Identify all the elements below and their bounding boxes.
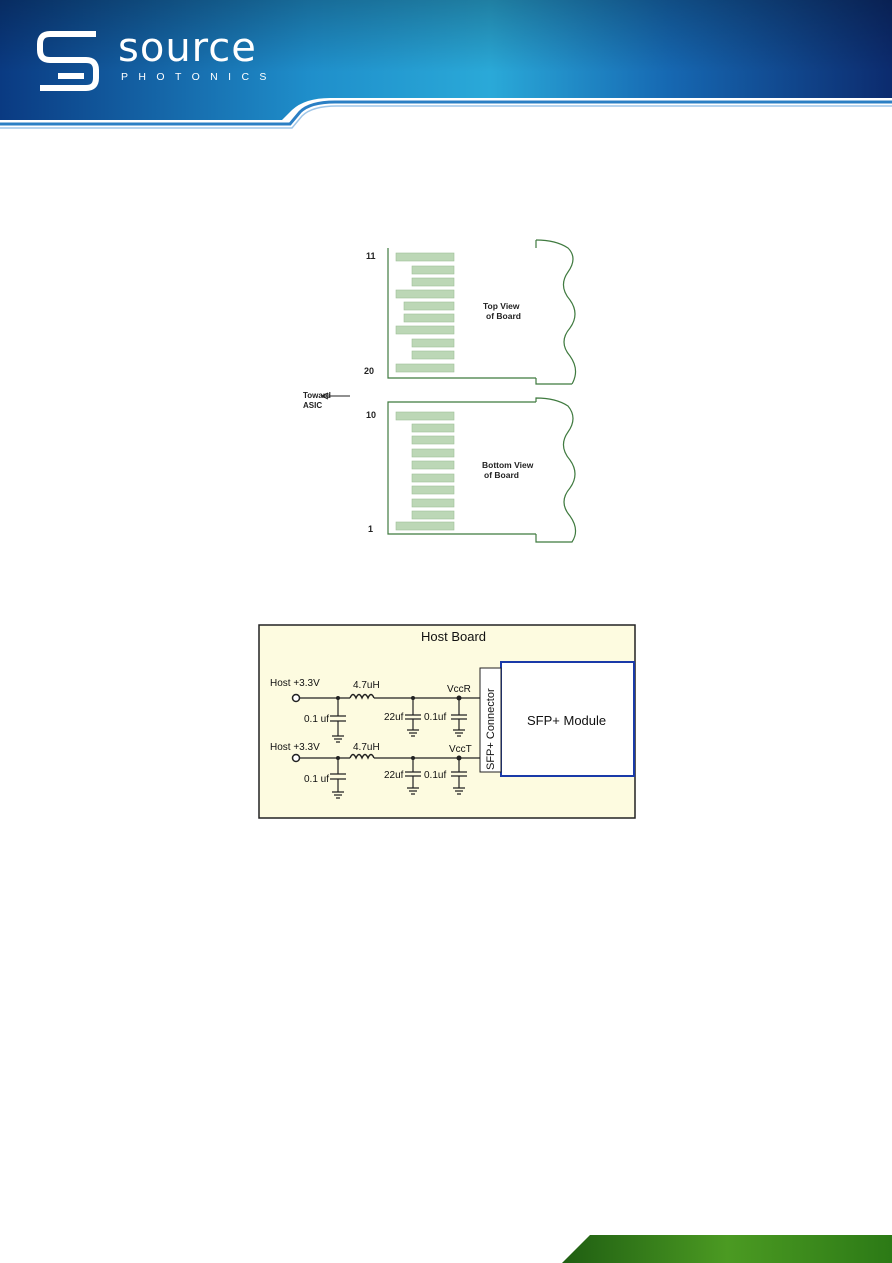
sfp-connector-label: SFP+ Connector — [485, 688, 497, 770]
inductor-2-icon — [349, 753, 375, 760]
pad — [411, 338, 455, 348]
header-banner — [0, 0, 892, 129]
capacitor-icon — [451, 698, 467, 737]
pad — [411, 473, 455, 483]
pin-label-20: 20 — [364, 366, 374, 376]
pad — [395, 252, 455, 262]
pad — [411, 350, 455, 360]
bottom-board-wavy-edge — [535, 397, 577, 543]
cap-out-label-1: 0.1uf — [424, 712, 446, 723]
top-board-outline — [387, 248, 536, 379]
pad — [411, 277, 455, 287]
bottom-view-label-2: of Board — [484, 470, 519, 480]
pad — [411, 510, 455, 520]
toward-label: Toward — [303, 391, 331, 400]
capacitor-icon — [330, 698, 346, 743]
sfp-module-box — [500, 661, 635, 777]
host-board-title: Host Board — [421, 629, 486, 644]
pad — [395, 521, 455, 531]
sfp-module-label: SFP+ Module — [527, 713, 606, 728]
pad — [403, 313, 455, 323]
pad — [403, 301, 455, 311]
top-view-label-2: of Board — [486, 311, 521, 321]
capacitor-icon — [405, 698, 421, 737]
pad — [411, 423, 455, 433]
pin-label-1: 1 — [368, 524, 373, 534]
pad-layout-diagram: 11 20 Top View of Board Toward ASIC 10 1… — [303, 239, 577, 543]
capacitor-icon — [451, 758, 467, 795]
host-terminal-icon — [291, 693, 301, 703]
host-terminal-icon — [291, 753, 301, 763]
cap-22-label-1: 22uf — [384, 712, 404, 723]
top-view-label: Top View — [483, 301, 520, 311]
pad — [411, 498, 455, 508]
pin-label-10: 10 — [366, 410, 376, 420]
bottom-board-outline — [387, 401, 536, 535]
sfp-connector-box — [479, 667, 502, 773]
logo-mark-icon — [37, 31, 99, 91]
logo-subtitle: PHOTONICS — [121, 71, 277, 83]
host-voltage-label-2: Host +3.3V — [270, 742, 320, 753]
pad — [395, 325, 455, 335]
vccr-label: VccR — [447, 684, 471, 695]
host-voltage-label-1: Host +3.3V — [270, 678, 320, 689]
pad — [411, 265, 455, 275]
cap-in-label-2: 0.1 uf — [304, 774, 329, 785]
capacitor-icon — [330, 758, 346, 799]
pad — [411, 435, 455, 445]
pad — [411, 485, 455, 495]
logo-wordmark: source — [118, 25, 257, 71]
left-arrow-icon — [321, 392, 329, 400]
pad — [411, 448, 455, 458]
inductor-label-2: 4.7uH — [353, 742, 380, 753]
top-board-wavy-edge — [535, 239, 577, 385]
cap-in-label-1: 0.1 uf — [304, 714, 329, 725]
cap-out-label-2: 0.1uf — [424, 770, 446, 781]
inductor-label-1: 4.7uH — [353, 680, 380, 691]
pad — [395, 411, 455, 421]
pad — [411, 460, 455, 470]
pad — [395, 289, 455, 299]
cap-22-label-2: 22uf — [384, 770, 404, 781]
top-pads — [395, 252, 455, 373]
bottom-pads — [395, 411, 455, 531]
pin-label-11: 11 — [366, 251, 376, 261]
pad — [395, 363, 455, 373]
footer-bar — [562, 1235, 892, 1263]
inductor-1-icon — [349, 693, 375, 700]
capacitor-icon — [405, 758, 421, 795]
asic-label: ASIC — [303, 401, 322, 410]
bottom-view-label: Bottom View — [482, 460, 534, 470]
vcct-label: VccT — [449, 744, 472, 755]
host-board-schematic: Host Board SFP+ Module SFP+ Connector Ho… — [258, 624, 636, 819]
